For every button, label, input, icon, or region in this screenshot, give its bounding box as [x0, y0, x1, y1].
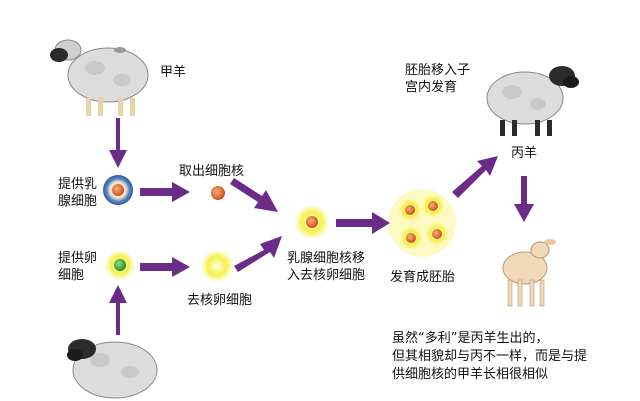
sheep-c-label: 丙羊	[511, 146, 538, 161]
embryo-icon	[388, 189, 456, 257]
extracted-nucleus-icon	[211, 186, 225, 200]
sheep-a-label: 甲羊	[160, 65, 187, 80]
enucleated-egg-label: 去核卵细胞	[187, 293, 253, 308]
arrow-icon	[230, 178, 278, 212]
egg-cell-icon	[105, 250, 135, 280]
extract-nucleus-label: 取出细胞核	[179, 164, 245, 179]
arrow-icon	[140, 182, 190, 202]
arrow-icon	[336, 212, 390, 234]
sheep-b-icon	[67, 339, 158, 399]
nucleus-icon	[112, 184, 124, 196]
donor-mammary-label: 提供乳 腺细胞	[58, 177, 98, 209]
embryo-to-uterus-label: 胚胎移入子 宫内发育	[405, 63, 471, 95]
sheep-a-icon	[50, 39, 149, 116]
enucleated-egg-icon	[201, 250, 233, 282]
sheep-c-icon	[486, 66, 579, 136]
nucleus-transfer-label: 乳腺细胞核移 入去核卵细胞	[287, 251, 366, 283]
arrow-icon	[140, 257, 190, 277]
arrow-icon	[234, 236, 282, 272]
arrow-icon	[109, 285, 127, 335]
fused-cell-icon	[295, 205, 329, 239]
arrow-icon	[109, 118, 127, 168]
lamb-icon	[502, 239, 556, 307]
donor-egg-label: 提供卵 细胞	[58, 251, 98, 283]
explanation-note: 虽然“多利”是丙羊生出的， 但其相貌却与丙不一样，而是与提 供细胞核的甲羊长相很…	[392, 331, 588, 382]
mammary-cell-icon	[103, 175, 133, 205]
arrows	[109, 118, 534, 335]
arrow-icon	[514, 176, 534, 222]
arrow-icon	[452, 156, 498, 198]
develop-embryo-label: 发育成胚胎	[390, 270, 456, 285]
